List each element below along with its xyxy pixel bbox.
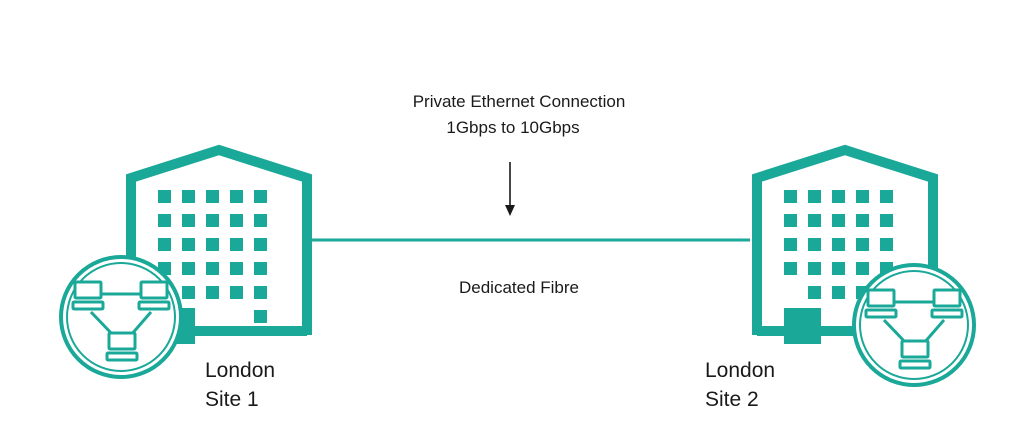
site2-network-icon xyxy=(854,265,974,385)
fibre-label: Dedicated Fibre xyxy=(459,278,579,297)
connection-label-line1: Private Ethernet Connection xyxy=(413,92,626,111)
site1-label-line2: Site 1 xyxy=(205,388,259,411)
site1-network-icon xyxy=(61,257,181,377)
arrow-down-icon xyxy=(505,162,515,216)
site2-label-line1: London xyxy=(705,359,775,382)
connection-label-line2: 1Gbps to 10Gbps xyxy=(446,118,579,137)
site1-label-line1: London xyxy=(205,359,275,382)
site2-label-line2: Site 2 xyxy=(705,388,759,411)
